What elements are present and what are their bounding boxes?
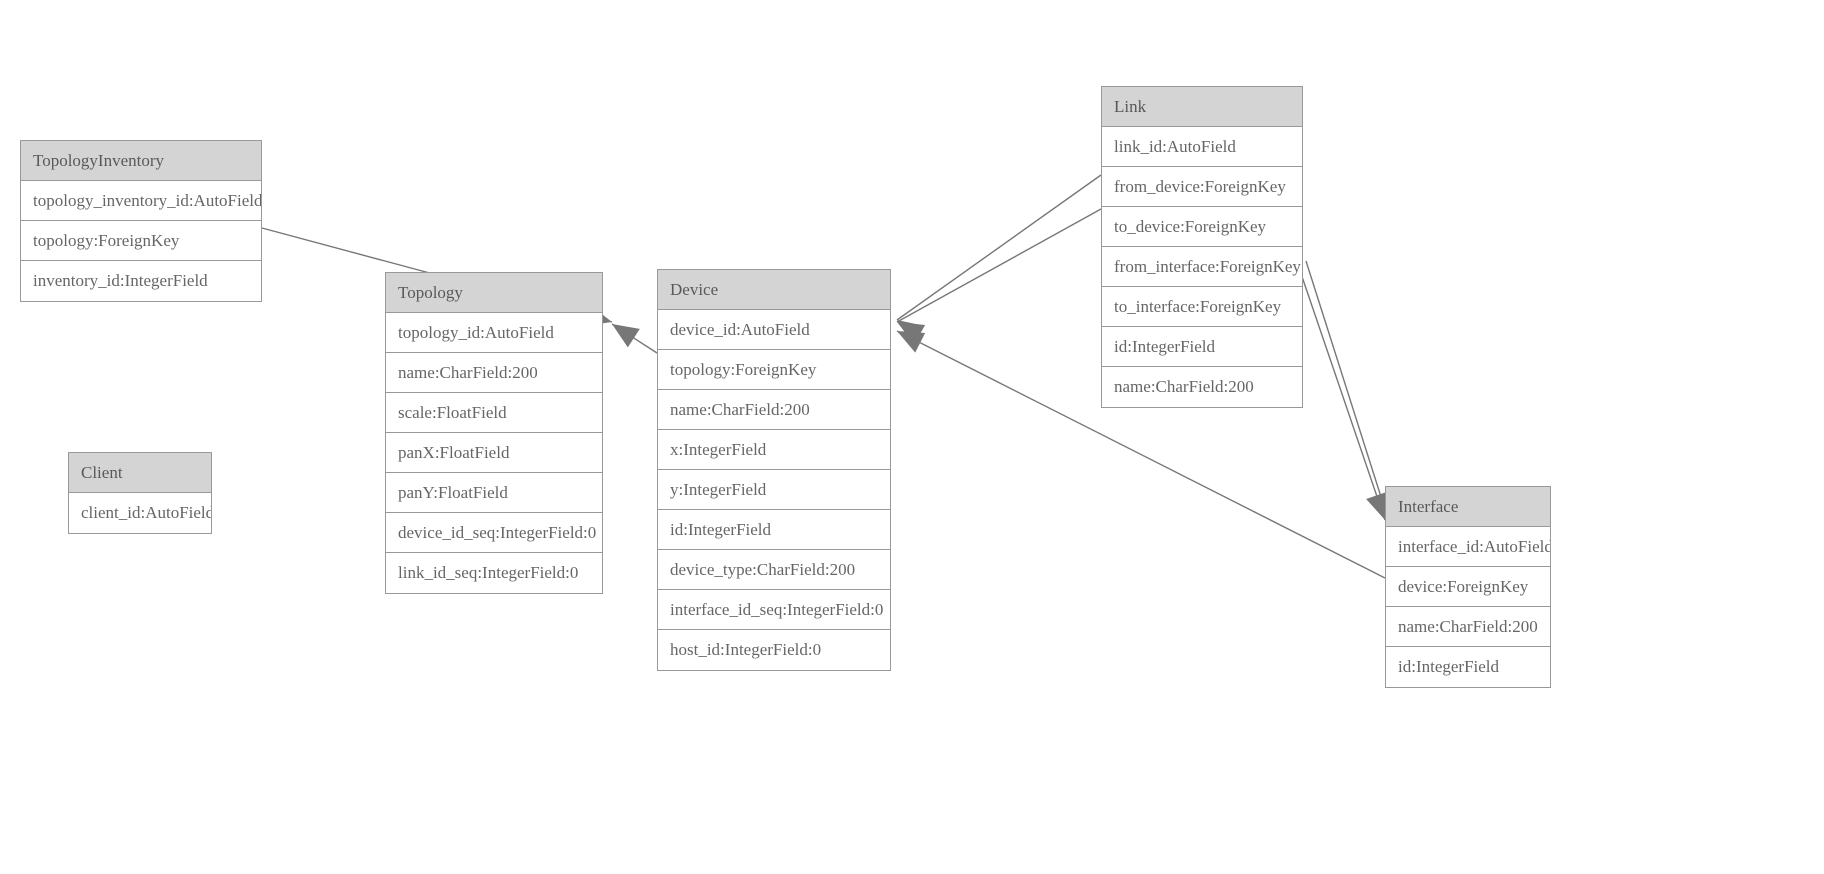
entity-field-row: panX:FloatField <box>386 433 602 473</box>
entity-title-link: Link <box>1102 87 1302 127</box>
entity-field-row: topology:ForeignKey <box>658 350 890 390</box>
entity-field-row: id:IntegerField <box>1102 327 1302 367</box>
arrowhead-interface-device-to-device <box>897 331 926 353</box>
entity-field-row: name:CharField:200 <box>658 390 890 430</box>
edge-link-from-device-to-device <box>896 174 1102 321</box>
entity-title-topology-inventory: TopologyInventory <box>21 141 261 181</box>
arrowhead-link-to-device-to-device <box>897 322 926 345</box>
entity-field-row: from_device:ForeignKey <box>1102 167 1302 207</box>
entity-title-interface: Interface <box>1386 487 1550 527</box>
entity-field-row: name:CharField:200 <box>386 353 602 393</box>
entity-field-row: x:IntegerField <box>658 430 890 470</box>
entity-field-row: topology:ForeignKey <box>21 221 261 261</box>
arrowhead-link-from-device-to-device <box>897 320 925 344</box>
entity-field-row: interface_id:AutoField <box>1386 527 1550 567</box>
entity-field-row: device_id:AutoField <box>658 310 890 350</box>
edge-link-to-device-to-device <box>896 208 1102 323</box>
entity-field-row: id:IntegerField <box>1386 647 1550 687</box>
entity-field-row: to_device:ForeignKey <box>1102 207 1302 247</box>
entity-field-row: device_type:CharField:200 <box>658 550 890 590</box>
entity-field-row: host_id:IntegerField:0 <box>658 630 890 670</box>
arrowhead-device-to-topology <box>612 324 640 348</box>
entity-field-row: id:IntegerField <box>658 510 890 550</box>
entity-field-row: from_interface:ForeignKey <box>1102 247 1302 287</box>
entity-field-row: y:IntegerField <box>658 470 890 510</box>
entity-field-row: device_id_seq:IntegerField:0 <box>386 513 602 553</box>
entity-field-row: inventory_id:IntegerField <box>21 261 261 301</box>
entity-field-row: link_id:AutoField <box>1102 127 1302 167</box>
edge-link-to-interface-to-interface <box>1305 260 1390 523</box>
entity-field-row: name:CharField:200 <box>1386 607 1550 647</box>
entity-field-row: client_id:AutoField <box>69 493 211 533</box>
edge-link-from-interface-to-interface <box>1295 258 1386 521</box>
entity-title-device: Device <box>658 270 890 310</box>
entity-field-row: link_id_seq:IntegerField:0 <box>386 553 602 593</box>
entity-title-client: Client <box>69 453 211 493</box>
edge-device-to-topology <box>611 323 658 354</box>
entity-field-row: name:CharField:200 <box>1102 367 1302 407</box>
entity-field-row: device:ForeignKey <box>1386 567 1550 607</box>
entity-field-row: topology_inventory_id:AutoField <box>21 181 261 221</box>
entity-field-row: panY:FloatField <box>386 473 602 513</box>
entity-field-row: scale:FloatField <box>386 393 602 433</box>
entity-field-row: topology_id:AutoField <box>386 313 602 353</box>
entity-field-row: to_interface:ForeignKey <box>1102 287 1302 327</box>
entity-title-topology: Topology <box>386 273 602 313</box>
entity-field-row: interface_id_seq:IntegerField:0 <box>658 590 890 630</box>
